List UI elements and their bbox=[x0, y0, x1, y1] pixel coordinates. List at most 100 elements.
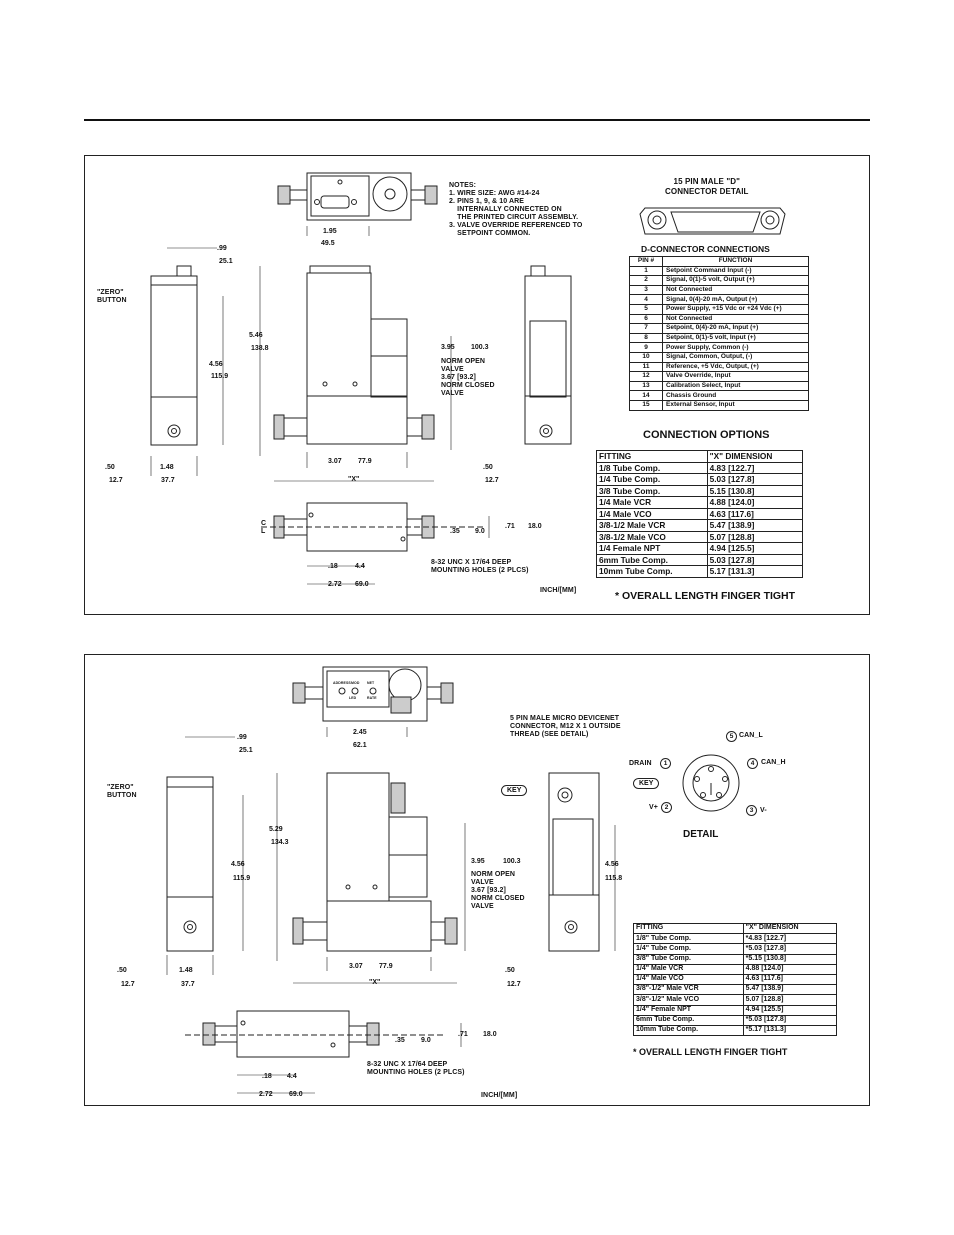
led-label: NET bbox=[367, 681, 375, 685]
dim-label: 77.9 bbox=[379, 963, 393, 970]
dim-label: 37.7 bbox=[161, 477, 175, 484]
table-cell: 3/8"-1/2" Male VCR bbox=[633, 984, 744, 996]
pin-table-title: D-CONNECTOR CONNECTIONS bbox=[641, 244, 770, 254]
table-cell: 3/8-1/2 Male VCO bbox=[596, 530, 708, 543]
dim-label: 69.0 bbox=[355, 581, 369, 588]
table-row: 1/8 Tube Comp.4.83 [122.7] bbox=[596, 461, 804, 474]
led-label: MOD bbox=[351, 681, 360, 685]
table-header-cell: "X" DIMENSION bbox=[706, 450, 804, 463]
key-callout: KEY bbox=[501, 785, 528, 796]
pin-label-v-plus: V+ bbox=[649, 804, 658, 811]
front-view bbox=[292, 772, 458, 952]
key-callout-detail: KEY bbox=[633, 778, 660, 789]
pin-number: 3 bbox=[746, 805, 757, 816]
dim-label: 100.3 bbox=[503, 858, 521, 865]
panel1-drawing bbox=[150, 172, 786, 585]
dim-label: 49.5 bbox=[321, 240, 335, 247]
d-connector-detail bbox=[639, 207, 786, 235]
table-header-row: PIN #FUNCTION bbox=[629, 256, 809, 267]
right-side-view bbox=[548, 772, 600, 952]
table-row: 6mm Tube Comp.5.03 [127.8] bbox=[596, 553, 804, 566]
dimension-lines bbox=[166, 727, 616, 1094]
table-cell: Signal, Common, Output, (-) bbox=[662, 351, 809, 363]
table-cell: 3/8" Tube Comp. bbox=[633, 953, 744, 965]
dim-label: 2.72 bbox=[259, 1091, 273, 1098]
table-cell: 12 bbox=[629, 371, 663, 382]
table-cell: Power Supply, +15 Vdc or +24 Vdc (+) bbox=[662, 303, 809, 315]
connector-detail-title: 15 PIN MALE "D" CONNECTOR DETAIL bbox=[665, 177, 749, 196]
dim-label: .99 bbox=[217, 245, 227, 252]
table-row: 1/4" Tube Comp.*5.03 [127.8] bbox=[633, 943, 838, 955]
dim-label: 9.0 bbox=[421, 1037, 431, 1044]
dim-label: 3.95 bbox=[441, 344, 455, 351]
table-row: 3/8 Tube Comp.5.15 [130.8] bbox=[596, 484, 804, 497]
table-cell: 1/4" Female NPT bbox=[633, 1004, 744, 1016]
dim-label: .99 bbox=[237, 734, 247, 741]
table-cell: 6mm Tube Comp. bbox=[596, 553, 708, 566]
table-cell: Power Supply, Common (-) bbox=[662, 342, 809, 353]
dim-label: .18 bbox=[328, 563, 338, 570]
table-header-cell: FUNCTION bbox=[662, 256, 809, 267]
table-row: 1/4 Tube Comp.5.03 [127.8] bbox=[596, 473, 804, 486]
pin-number: 1 bbox=[660, 758, 671, 769]
table-cell: 5.17 [131.3] bbox=[706, 565, 804, 578]
pin-number: 2 bbox=[661, 802, 672, 813]
top-view bbox=[292, 666, 454, 722]
dim-label: 12.7 bbox=[121, 981, 135, 988]
panel2-drawing bbox=[166, 666, 740, 1094]
dim-label: .50 bbox=[105, 464, 115, 471]
table-cell: 5.47 [138.9] bbox=[742, 984, 838, 996]
dim-label: 4.4 bbox=[287, 1073, 297, 1080]
pin-label-can-h: CAN_H bbox=[761, 759, 786, 766]
table-cell: 5.03 [127.8] bbox=[706, 473, 804, 486]
table-cell: 1/4" Tube Comp. bbox=[633, 943, 744, 955]
dim-label: 4.56 bbox=[209, 361, 223, 368]
table-header-row: FITTING"X" DIMENSION bbox=[596, 450, 804, 463]
note-line: THE PRINTED CIRCUIT ASSEMBLY. bbox=[449, 214, 579, 221]
dim-label: 115.9 bbox=[233, 875, 251, 882]
dim-label: 3.95 bbox=[471, 858, 485, 865]
table-cell: 14 bbox=[629, 390, 663, 401]
note-line: SETPOINT COMMON. bbox=[449, 230, 531, 237]
finger-tight-footnote: * OVERALL LENGTH FINGER TIGHT bbox=[615, 590, 796, 602]
connection-options-title: CONNECTION OPTIONS bbox=[643, 429, 770, 441]
dim-label: 62.1 bbox=[353, 742, 367, 749]
note-line: 2. PINS 1, 9, & 10 ARE bbox=[449, 198, 525, 205]
table-cell: 10mm Tube Comp. bbox=[633, 1024, 744, 1037]
left-side-view bbox=[166, 776, 214, 952]
top-rule bbox=[84, 119, 870, 121]
dim-label: 77.9 bbox=[358, 458, 372, 465]
dim-label: .50 bbox=[483, 464, 493, 471]
table-cell: 5.07 [128.8] bbox=[706, 530, 804, 543]
table-header-row: FITTING"X" DIMENSION bbox=[633, 922, 838, 935]
dim-label: 9.0 bbox=[475, 528, 485, 535]
table-cell: 1/8 Tube Comp. bbox=[596, 461, 708, 474]
table-cell: *4.83 [122.7] bbox=[742, 933, 838, 945]
table-cell: 1/4" Male VCO bbox=[633, 973, 744, 986]
led-label: RATE bbox=[367, 696, 377, 700]
table-cell: *5.03 [127.8] bbox=[742, 1014, 838, 1026]
table-cell: 4.88 [124.0] bbox=[706, 496, 804, 509]
front-view bbox=[273, 265, 435, 445]
pin-label-can-l: CAN_L bbox=[739, 732, 763, 739]
bottom-view bbox=[261, 502, 485, 552]
table-cell: 1/4 Female NPT bbox=[596, 542, 708, 555]
dimension-lines bbox=[150, 226, 490, 585]
table-cell: 4.63 [117.6] bbox=[706, 507, 804, 520]
dim-label: 4.56 bbox=[605, 861, 619, 868]
units-label: INCH/[MM] bbox=[540, 587, 577, 594]
note-line: INTERNALLY CONNECTED ON bbox=[449, 206, 562, 213]
table-cell: *5.15 [130.8] bbox=[742, 953, 838, 965]
centerline-mark: C L bbox=[261, 520, 267, 535]
